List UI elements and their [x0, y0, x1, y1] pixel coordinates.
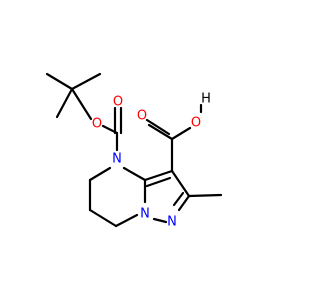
- atom-o-acid-hydroxyl: O: [191, 116, 201, 131]
- bond-n1-n8: [152, 217, 168, 224]
- atom-n2: N: [167, 215, 177, 230]
- bond-tbu-me3: [70, 72, 102, 91]
- bond-c3a-c3-2: [145, 176, 172, 188]
- bond-c2-methyl: [187, 193, 223, 198]
- atom-o-ether: O: [92, 117, 102, 132]
- atom-n-bridge: N: [140, 207, 150, 222]
- atom-n4: N: [112, 152, 122, 167]
- bond-c2-n1-1: [177, 194, 191, 212]
- bond-c2-n1-2: [172, 191, 185, 207]
- bond-cooh-o-double-1: [147, 123, 174, 141]
- bond-cooh-oh: [170, 126, 192, 141]
- bond-cooh-o-double-2: [145, 118, 171, 136]
- bond-c6-c7: [88, 208, 118, 228]
- bond-c3a-n4: [122, 166, 147, 182]
- molecule-structure: O O N O O H N N: [45, 72, 223, 230]
- bond-tbu-me2: [55, 87, 74, 119]
- bond-c7-n8: [114, 213, 139, 228]
- atom-o-carbonyl-boc: O: [113, 95, 123, 110]
- bond-group: [45, 72, 223, 228]
- bond-tbu-o: [70, 87, 93, 121]
- bond-tbu-me1: [45, 72, 74, 91]
- atom-label-group: O O N O O H N N: [92, 92, 211, 230]
- bond-c3-c2: [170, 169, 191, 198]
- structure-canvas: O O N O O H N N: [45, 72, 223, 230]
- atom-h-acid: H: [201, 92, 211, 107]
- atom-o-acid-carbonyl: O: [137, 109, 147, 124]
- bond-c3a-c3-1: [143, 169, 174, 182]
- bond-n4-c5: [88, 166, 112, 182]
